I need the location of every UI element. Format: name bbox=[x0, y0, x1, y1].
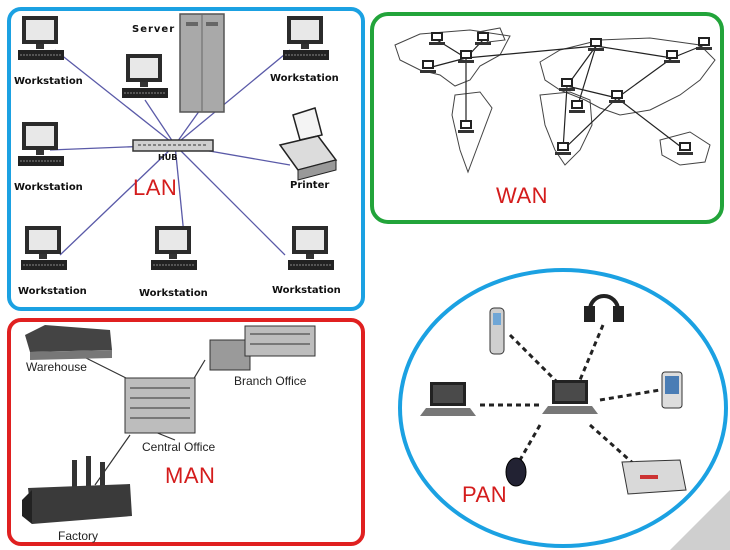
workstation-icon bbox=[121, 53, 169, 99]
workstation-label: Workstation bbox=[139, 288, 208, 299]
wan-node-icon bbox=[458, 120, 474, 133]
warehouse-icon bbox=[25, 325, 112, 360]
workstation-icon bbox=[20, 225, 68, 271]
wan-node-icon bbox=[696, 37, 712, 50]
laptop-icon bbox=[420, 382, 476, 416]
printer-icon bbox=[621, 459, 687, 495]
central-office-label: Central Office bbox=[142, 440, 216, 454]
server-label: Server bbox=[132, 24, 176, 35]
server-icon bbox=[179, 13, 225, 113]
headset-icon bbox=[584, 294, 624, 322]
workstation-icon bbox=[17, 15, 65, 61]
wan-node-icon bbox=[609, 90, 625, 103]
hub-icon bbox=[132, 139, 214, 152]
central-office-icon bbox=[124, 377, 196, 434]
mobile-phone-icon bbox=[489, 307, 505, 355]
branch-office-label: Branch Office bbox=[234, 374, 307, 388]
pan-title: PAN bbox=[462, 482, 508, 507]
workstation-icon bbox=[287, 225, 335, 271]
branch-office-icon bbox=[209, 325, 316, 371]
wan-node-icon bbox=[420, 60, 436, 73]
mouse-icon bbox=[505, 457, 527, 487]
warehouse-label: Warehouse bbox=[26, 360, 87, 374]
wan-node-icon bbox=[555, 142, 571, 155]
workstation-label: Workstation bbox=[14, 76, 83, 87]
workstation-label: Workstation bbox=[18, 286, 87, 297]
workstation-icon bbox=[282, 15, 330, 61]
lan-links bbox=[49, 49, 291, 256]
workstation-label: Workstation bbox=[272, 285, 341, 296]
factory-label: Factory bbox=[58, 529, 99, 543]
workstation-label: Workstation bbox=[14, 182, 83, 193]
printer-label: Printer bbox=[290, 180, 330, 191]
workstation-icon bbox=[150, 225, 198, 271]
factory-icon bbox=[22, 456, 132, 524]
pan-links bbox=[480, 324, 661, 467]
wan-node-icon bbox=[664, 50, 680, 63]
wan-node-icon bbox=[458, 50, 474, 63]
wan-title: WAN bbox=[496, 183, 549, 208]
wan-panel bbox=[370, 12, 724, 224]
page-curl-corner bbox=[670, 490, 730, 550]
laptop-icon bbox=[542, 380, 598, 414]
workstation-label: Workstation bbox=[270, 73, 339, 84]
wan-node-icon bbox=[588, 38, 604, 51]
lan-title: LAN bbox=[133, 175, 178, 200]
hub-label: HUB bbox=[158, 153, 178, 162]
workstation-icon bbox=[17, 121, 65, 167]
world-map bbox=[394, 27, 716, 174]
wan-node-icon bbox=[559, 78, 575, 91]
man-title: MAN bbox=[165, 463, 216, 488]
printer-icon bbox=[278, 107, 338, 181]
wan-node-icon bbox=[569, 100, 585, 113]
pda-icon bbox=[661, 371, 683, 409]
wan-node-icon bbox=[429, 32, 445, 45]
wan-node-icon bbox=[677, 142, 693, 155]
wan-node-icon bbox=[475, 32, 491, 45]
